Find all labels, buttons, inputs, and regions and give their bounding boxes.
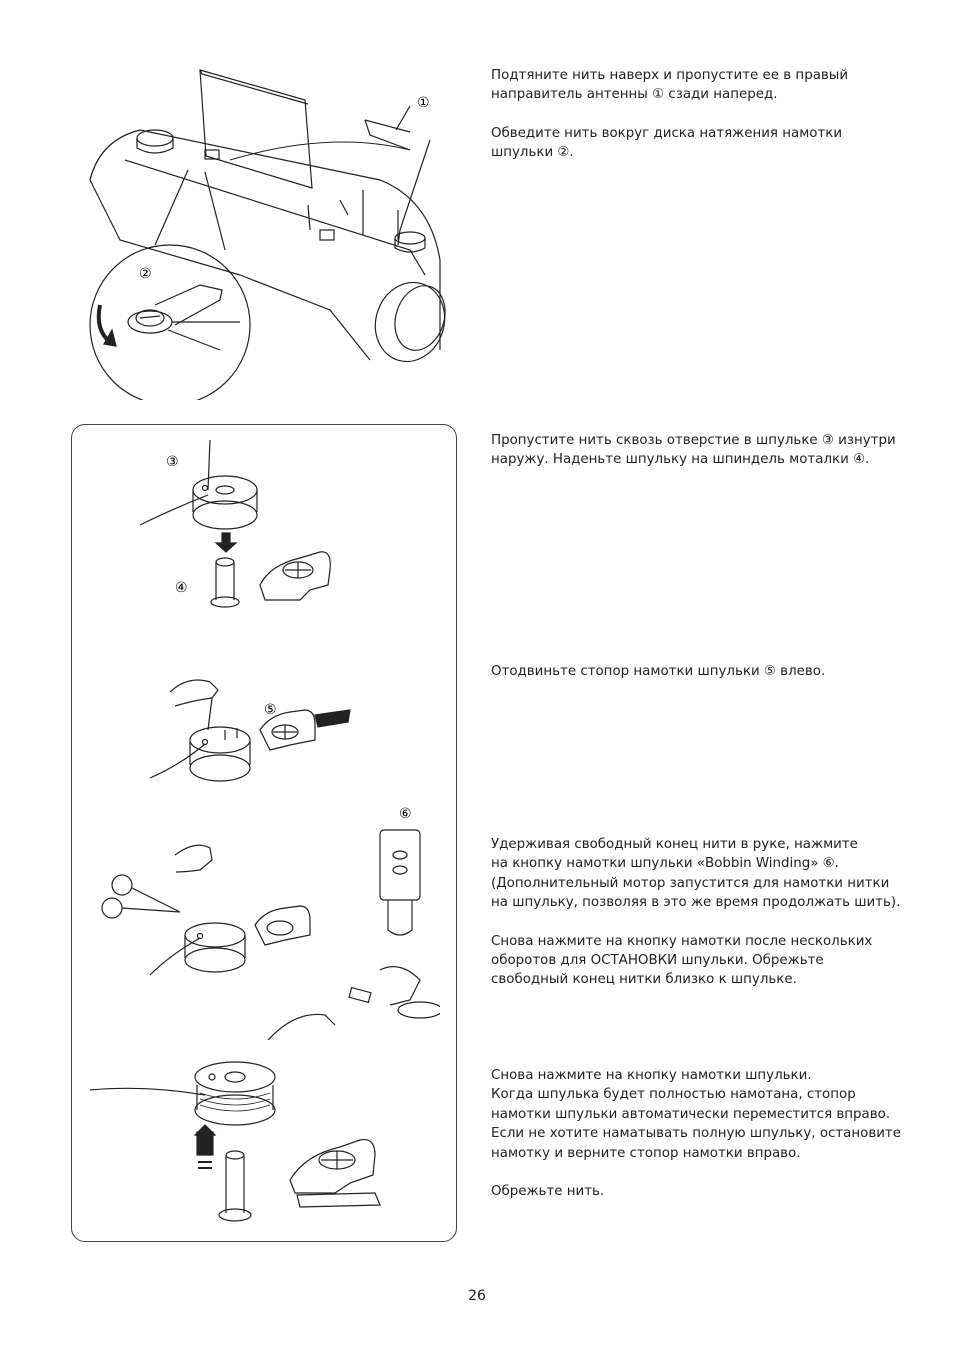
text-line: на шпульку, позволяя в это же время прод… [491,893,921,912]
text-line: Удерживая свободный конец нити в руке, н… [491,835,921,854]
stopper-slide-illustration: ⑤ [140,670,360,800]
label-1: ① [417,95,430,111]
instruction-block-2: Пропустите нить сквозь отверстие в шпуль… [491,431,921,470]
text-line: направитель антенны ① сзади наперед. [491,85,921,104]
text-line: Подтяните нить наверх и пропустите ее в … [491,66,921,85]
text-line: на кнопку намотки шпульки «Bobbin Windin… [491,854,921,873]
text-line: Обведите нить вокруг диска натяжения нам… [491,124,921,143]
text-line: свободный конец нитки близко к шпульке. [491,970,921,989]
label-5: ⑤ [264,702,277,718]
text-line: Снова нажмите на кнопку намотки после не… [491,932,921,951]
text-line: Пропустите нить сквозь отверстие в шпуль… [491,431,921,450]
label-2: ② [139,266,152,282]
text-line: Когда шпулька будет полностью намотана, … [491,1085,921,1104]
bobbin-spindle-illustration: ③ ④ [130,440,360,620]
instruction-block-1: Подтяните нить наверх и пропустите ее в … [491,66,921,163]
text-line: шпульки ②. [491,143,921,162]
sewing-machine-illustration: ① ② [80,60,460,400]
text-line: Если не хотите наматывать полную шпульку… [491,1124,921,1143]
full-bobbin-illustration [85,1055,405,1230]
winding-illustration: ⑥ [90,800,440,1040]
label-6: ⑥ [399,806,412,822]
label-4: ④ [175,580,188,596]
text-line: Обрежьте нить. [491,1182,921,1201]
instruction-block-3: Отодвиньте стопор намотки шпульки ⑤ влев… [491,662,921,681]
instruction-block-5: Снова нажмите на кнопку намотки шпульки.… [491,1066,921,1201]
text-line: оборотов для ОСТАНОВКИ шпульки. Обрежьте [491,951,921,970]
text-line: Снова нажмите на кнопку намотки шпульки. [491,1066,921,1085]
instruction-block-4: Удерживая свободный конец нити в руке, н… [491,835,921,990]
page-number: 26 [0,1288,954,1304]
text-line: (Дополнительный мотор запустится для нам… [491,874,921,893]
text-line: намотку и верните стопор намотки вправо. [491,1144,921,1163]
label-3: ③ [166,454,179,470]
text-line: наружу. Наденьте шпульку на шпиндель мот… [491,450,921,469]
text-line: Отодвиньте стопор намотки шпульки ⑤ влев… [491,662,921,681]
text-line: намотки шпульки автоматически переместит… [491,1105,921,1124]
